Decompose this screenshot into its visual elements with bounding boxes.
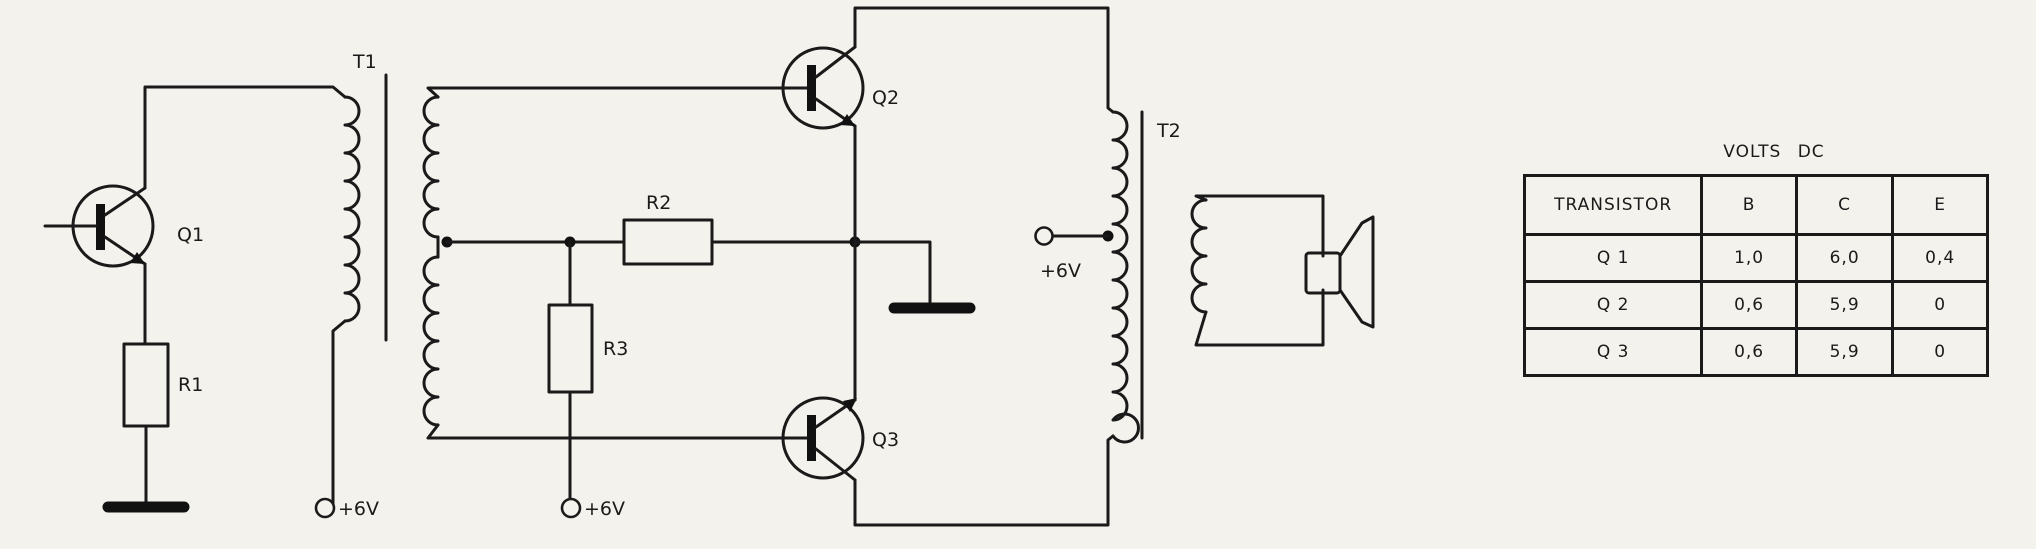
t1-label: T1 [352,51,377,73]
resistor-r3 [547,303,594,394]
t1-secondary-lower-coil [422,255,440,427]
t1-secondary-upper-coil [422,95,440,239]
q1-emitter-arrow [130,252,145,264]
wire-t2-to-speaker-top [1194,194,1325,258]
table-cell: 0,6 [1700,280,1798,330]
supply-label-r3: +6V [584,498,625,520]
wire-t1-to-q2-base [426,86,798,99]
table-cell: 0 [1891,280,1989,330]
q2-base-bar [807,65,816,111]
t2-label: T2 [1156,120,1181,142]
wire-q2-collector-to-t2 [853,6,1115,114]
supply-terminal-t1 [314,497,336,519]
supply-label-t1: +6V [338,498,379,520]
r1-label: R1 [178,374,203,396]
table-row: Q 1 1,0 6,0 0,4 [1522,233,1989,283]
q3-base-bar [807,415,816,461]
q1-base-bar [96,204,105,250]
table-cell: 5,9 [1794,280,1895,330]
speaker-cone [1338,215,1375,329]
table-row: Q 2 0,6 5,9 0 [1522,280,1989,330]
table-header-cell: TRANSISTOR [1522,174,1704,236]
t2-primary-coil [1111,110,1140,444]
q2-emitter-arrow [840,114,855,126]
table-header-cell: E [1891,174,1989,236]
q1-label: Q1 [177,224,204,246]
table-header-row: TRANSISTOR B C E [1522,174,1989,236]
supply-label-t2: +6V [1040,260,1081,282]
q3-envelope [781,396,865,480]
t1-primary-coil [343,95,361,323]
q3-emitter-arrow [843,398,857,412]
q2-label: Q2 [872,87,899,109]
wire-t1-to-q3-base [426,423,798,440]
resistor-r2 [622,218,714,266]
table-header-cell: C [1794,174,1895,236]
table-cell: 0,4 [1891,233,1989,283]
t2-secondary-coil [1190,198,1208,314]
r2-label: R2 [646,192,671,214]
q3-collector-lead [814,447,857,482]
supply-terminal-t2 [1034,226,1054,246]
resistor-r1 [122,342,170,428]
wire-common-to-ground [853,240,932,306]
table-row: Q 3 0,6 5,9 0 [1522,327,1989,377]
table-cell: 0 [1891,327,1989,377]
table-header-cell: B [1700,174,1798,236]
table-cell: Q 1 [1522,233,1704,283]
table-caption: VOLTS DC [1723,142,1825,162]
q1-collector-lead [103,186,147,217]
volts-dc-table: TRANSISTOR B C E Q 1 1,0 6,0 0,4 Q 2 0,6… [1522,174,1989,377]
volts-dc-table-block: VOLTS DC TRANSISTOR B C E Q 1 1,0 6,0 0,… [1522,142,1989,377]
supply-terminal-r3 [560,497,582,519]
speaker-icon [1304,215,1375,329]
wire-q3-collector-to-t2 [853,434,1115,527]
q3-label: Q3 [872,429,899,451]
wire-q1-collector-to-t1 [143,85,347,190]
wire-t1-primary-to-supply [331,319,347,508]
q2-envelope [781,46,865,130]
transistor-q1 [43,184,155,268]
table-cell: Q 2 [1522,280,1704,330]
table-cell: 5,9 [1794,327,1895,377]
table-cell: Q 3 [1522,327,1704,377]
transistor-q3 [781,396,865,482]
table-cell: 0,6 [1700,327,1798,377]
table-cell: 1,0 [1700,233,1798,283]
q2-collector-lead [814,45,857,79]
transistor-q2 [781,45,865,130]
table-cell: 6,0 [1794,233,1895,283]
speaker-magnet [1304,251,1342,295]
wire-t2-to-speaker-bottom [1194,288,1325,347]
r3-label: R3 [603,338,628,360]
